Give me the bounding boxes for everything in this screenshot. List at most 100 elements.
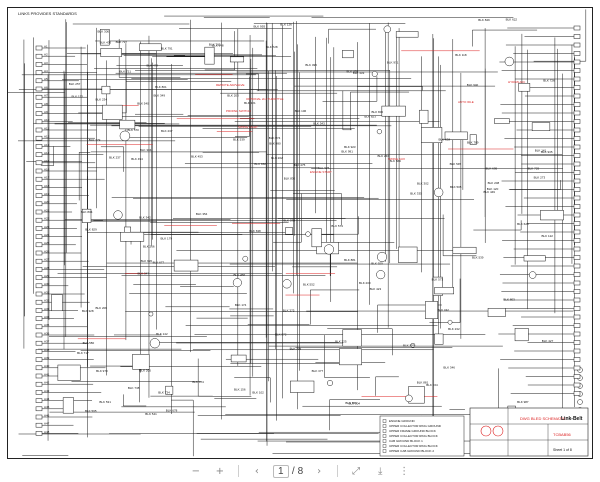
connector-pin (35, 135, 43, 141)
svg-text:BLK 721: BLK 721 (120, 69, 132, 73)
more-options-icon[interactable]: ⋮ (399, 465, 410, 477)
component-box (99, 29, 110, 46)
wire (327, 328, 393, 356)
wire (245, 73, 259, 92)
svg-text:BLK 436: BLK 436 (100, 40, 112, 44)
svg-text:BLK 678: BLK 678 (166, 409, 178, 413)
svg-text:A9: A9 (44, 110, 48, 114)
component-symbol (504, 56, 514, 67)
connector-pin (35, 431, 43, 436)
svg-text:A27: A27 (44, 258, 50, 262)
svg-text:A15: A15 (44, 159, 50, 163)
wire (316, 216, 359, 235)
connector-pin (35, 53, 43, 59)
connector-pin (35, 103, 43, 108)
svg-text:BLK 872: BLK 872 (275, 333, 287, 337)
svg-text:BLK 573: BLK 573 (432, 278, 444, 282)
svg-text:BLK 695: BLK 695 (486, 166, 498, 170)
svg-text:BLK 626: BLK 626 (141, 259, 153, 263)
component-box (132, 354, 150, 370)
wire (322, 76, 378, 102)
svg-text:A39: A39 (44, 356, 50, 360)
component-box (523, 255, 546, 262)
component-box (540, 210, 564, 221)
connector-pin (573, 331, 581, 337)
toolbar-divider (237, 465, 239, 477)
svg-text:A38: A38 (44, 348, 50, 352)
svg-text:BLK 801: BLK 801 (155, 85, 167, 89)
component-box (487, 308, 506, 317)
svg-text:A2: A2 (44, 53, 48, 57)
connector-pin (35, 78, 43, 84)
svg-text:A31: A31 (44, 290, 50, 294)
title-block-sheet: Sheet 1 of 8 (553, 448, 572, 452)
connector-pin (573, 144, 581, 150)
svg-text:A16: A16 (44, 167, 50, 171)
svg-text:BLK 133: BLK 133 (71, 95, 83, 99)
wire (377, 304, 442, 333)
svg-text:BLK 700: BLK 700 (209, 43, 221, 47)
svg-text:BLK 940: BLK 940 (467, 83, 479, 87)
connector-pin (35, 217, 43, 223)
svg-text:A37: A37 (44, 340, 50, 344)
connector-pin (35, 144, 43, 149)
wire (204, 31, 235, 71)
next-page-icon[interactable]: › (317, 465, 322, 477)
connector-pin (35, 340, 43, 346)
fit-page-icon[interactable]: ⤢ (352, 465, 361, 477)
connector-pin (35, 422, 43, 428)
wiring-diagram: A1A2A3A4A5A6A7A8A9A10A11A12A13A14A15A16A… (8, 9, 589, 457)
previous-page-icon[interactable]: ‹ (254, 465, 259, 477)
connector-pin (573, 391, 581, 396)
svg-text:BLK 118: BLK 118 (455, 53, 467, 57)
connector-pin (35, 185, 43, 190)
current-page-input[interactable]: 1 (272, 464, 289, 478)
wire (328, 28, 376, 44)
svg-text:A10: A10 (44, 118, 50, 122)
svg-text:BLK 834: BLK 834 (81, 210, 93, 214)
svg-text:BLK 208: BLK 208 (488, 181, 500, 185)
lamp-symbol (577, 399, 583, 405)
component-box (139, 43, 162, 51)
connector-pin (35, 62, 43, 67)
svg-text:BLK 347: BLK 347 (138, 272, 150, 276)
connector-pin (573, 153, 581, 158)
connector-pin (573, 314, 581, 320)
svg-text:A28: A28 (44, 266, 50, 270)
svg-text:BLK 243: BLK 243 (377, 154, 389, 158)
svg-text:A33: A33 (44, 307, 50, 311)
connector-pin (573, 195, 581, 201)
wire (356, 86, 423, 91)
svg-text:BLK 266: BLK 266 (143, 245, 155, 249)
svg-text:BLK 545: BLK 545 (450, 162, 462, 166)
connector-pin (573, 306, 581, 311)
download-icon[interactable]: ⤓ (377, 465, 383, 477)
component-box (381, 105, 406, 117)
zoom-out-icon[interactable]: − (191, 465, 201, 477)
zoom-in-icon[interactable]: + (215, 465, 225, 477)
connector-pin (573, 59, 581, 65)
component-box (395, 31, 419, 38)
component-symbol (405, 394, 413, 403)
component-box (514, 328, 529, 342)
component-symbol (447, 319, 453, 325)
svg-text:BLK 504: BLK 504 (349, 402, 361, 406)
connector-pin (35, 373, 43, 379)
svg-text:BLK 142: BLK 142 (156, 332, 168, 336)
component-box (230, 354, 247, 363)
component-box (434, 333, 444, 345)
component-box (432, 276, 443, 296)
component-symbol (376, 129, 382, 135)
svg-text:A12: A12 (44, 135, 50, 139)
svg-text:BLK 580: BLK 580 (83, 341, 95, 345)
svg-text:BLK 849: BLK 849 (478, 18, 490, 22)
svg-text:A14: A14 (44, 151, 50, 155)
svg-text:A29: A29 (44, 274, 50, 278)
component-box (421, 127, 443, 144)
connector-pin (573, 221, 581, 226)
svg-text:BLK 829: BLK 829 (85, 227, 97, 231)
connector-pin (573, 348, 581, 354)
schematic-note: SWING AUX (388, 157, 405, 161)
connector-pin (35, 267, 43, 272)
